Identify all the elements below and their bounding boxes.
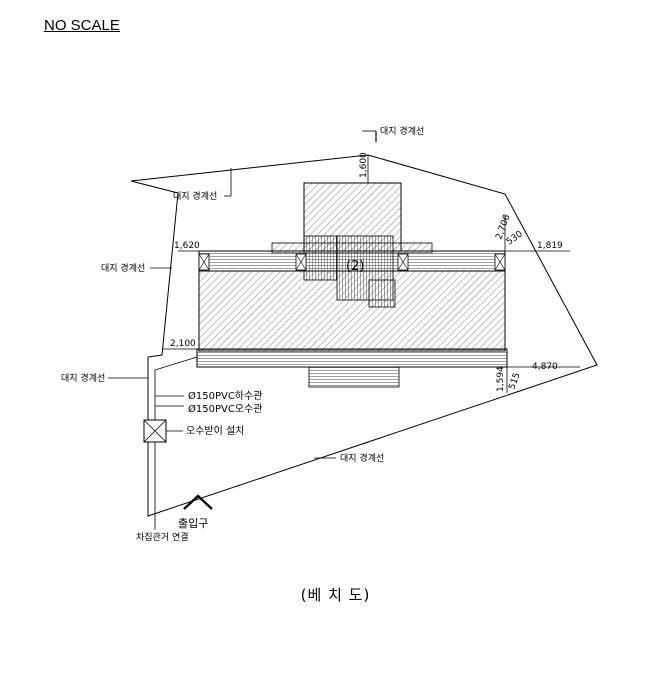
entrance-chevron-icon [183,494,213,510]
site-boundary-line [130,154,598,517]
waste-pipe-label: Ø150PVC오수관 [188,403,262,415]
dimension-right-lower-b: 1,594 [496,366,506,392]
drawing-caption: (베 치 도) [300,586,371,604]
boundary-label-lower-left: 대지 경계선 [61,372,105,384]
dimension-right-lower-a: 4,870 [532,362,558,372]
sewer-pipe-line [154,356,198,530]
boundary-label-upper-left: 대지 경계선 [173,190,217,202]
dimension-right-upper-c: 1,819 [537,241,563,251]
dimension-left-lower: 2,100 [170,339,196,349]
boundary-label-top: 대지 경계선 [380,125,424,137]
entrance-label: 출입구 [178,517,208,530]
no-scale-note: NO SCALE [44,17,120,34]
dimension-left-upper: 1,620 [174,241,200,251]
catch-basin-label: 오수받이 설치 [186,425,244,437]
boundary-label-bottom: 대지 경계선 [340,452,384,464]
dimension-right-upper-b: 530 [505,229,525,247]
building-footprint [196,182,508,388]
dimension-lines [162,155,580,393]
dimension-top-offset: 1,600 [359,152,369,178]
sewer-pipe-label: Ø150PVC하수관 [188,389,262,402]
connection-label: 차집관거 연결 [136,531,189,543]
building-label: (2) [346,259,364,274]
dimension-right-lower-c: 515 [507,371,522,391]
boundary-label-mid-left: 대지 경계선 [101,262,145,274]
